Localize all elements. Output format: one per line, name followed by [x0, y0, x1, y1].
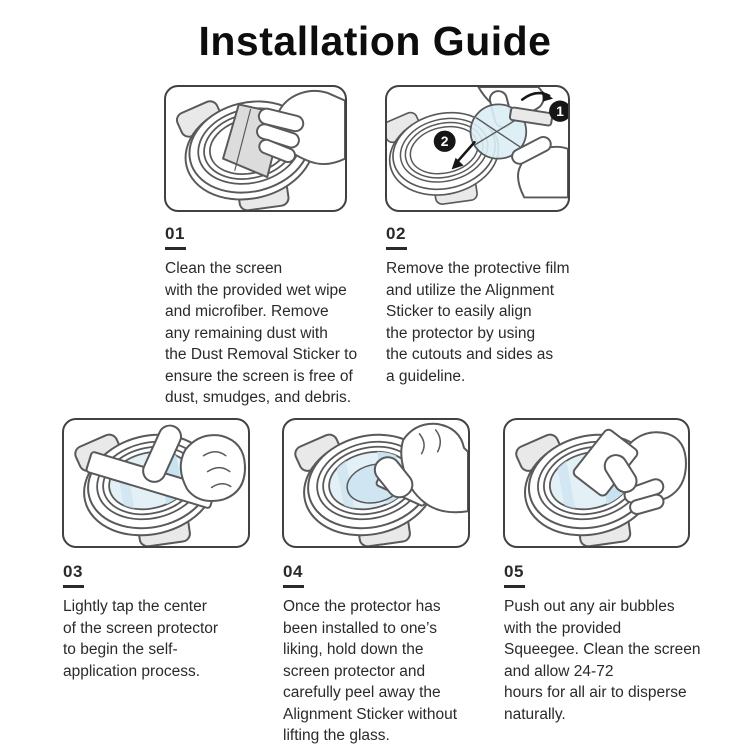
- arrow-place: [451, 140, 476, 170]
- step-01-number: 01: [165, 224, 185, 243]
- step-05-text: Push out any air bubbles with the provid…: [504, 598, 701, 723]
- arrow-peel: [520, 90, 554, 102]
- step-05-figure: [503, 418, 690, 548]
- svg-text:2: 2: [441, 134, 449, 149]
- step-02-number-underline: [386, 247, 407, 250]
- step-01-figure: [164, 85, 347, 212]
- tapping-finger: [142, 424, 183, 483]
- step-04-illustration: [291, 421, 468, 546]
- step-02-figure: 1 2: [385, 85, 570, 212]
- step-03-number: 03: [63, 562, 83, 581]
- thumb: [603, 454, 638, 494]
- step-03-number-underline: [63, 585, 84, 588]
- step-05-number: 05: [504, 562, 524, 581]
- hand-bottom: [511, 136, 568, 199]
- step-01-number-underline: [165, 247, 186, 250]
- badge-1: 1: [549, 100, 568, 122]
- step-04-number-underline: [283, 585, 304, 588]
- step-02-text: Remove the protective film and utilize t…: [386, 260, 570, 385]
- step-02-number: 02: [386, 224, 406, 243]
- page-title: Installation Guide: [198, 18, 552, 64]
- step-05-illustration: [512, 421, 687, 546]
- step-03-illustration: [71, 421, 246, 546]
- thumb: [373, 456, 414, 499]
- alignment-sticker-tab: [508, 106, 554, 127]
- step-02-illustration: 1 2: [387, 87, 568, 207]
- step-04-text: Once the protector has been installed to…: [283, 598, 458, 744]
- step-03-text: Lightly tap the center of the screen pro…: [63, 598, 219, 680]
- badge-2: 2: [433, 130, 456, 152]
- step-04-number: 04: [283, 562, 303, 581]
- hand: [256, 89, 345, 165]
- hand: [373, 422, 468, 514]
- step-03-figure: [62, 418, 250, 548]
- step-01-illustration: [173, 88, 345, 210]
- step-01-text: Clean the screen with the provided wet w…: [165, 260, 358, 406]
- svg-text:1: 1: [556, 104, 564, 119]
- step-05-number-underline: [504, 585, 525, 588]
- hand: [179, 434, 246, 502]
- step-04-figure: [282, 418, 470, 548]
- hand: [623, 431, 687, 516]
